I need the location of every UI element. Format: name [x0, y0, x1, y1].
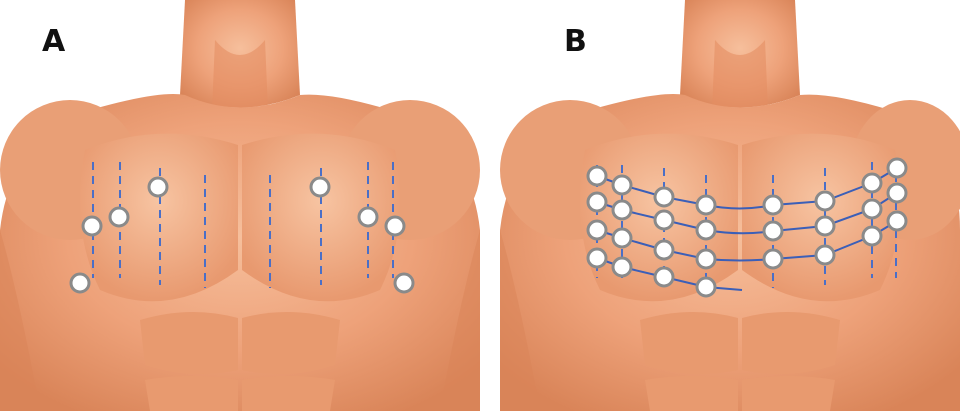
- electrode-icon: [697, 196, 715, 214]
- electrode-icon: [655, 211, 673, 229]
- electrode-icon: [816, 246, 834, 264]
- electrode-icon: [863, 200, 881, 218]
- electrode-icon: [588, 193, 606, 211]
- torso-illustration-b: [480, 0, 960, 411]
- electrode-icon: [764, 196, 782, 214]
- electrode-icon: [863, 227, 881, 245]
- electrode-icon: [816, 217, 834, 235]
- electrode-icon: [655, 268, 673, 286]
- electrode-icon: [613, 201, 631, 219]
- electrode-icon: [863, 174, 881, 192]
- electrode-icon: [71, 274, 89, 292]
- electrode-icon: [588, 167, 606, 185]
- electrode-icon: [83, 217, 101, 235]
- panel-b: B: [480, 0, 960, 411]
- electrode-icon: [655, 241, 673, 259]
- electrode-icon: [386, 217, 404, 235]
- electrode-icon: [888, 212, 906, 230]
- panel-a: A: [0, 0, 480, 411]
- electrode-icon: [764, 250, 782, 268]
- electrode-icon: [613, 176, 631, 194]
- electrode-icon: [888, 159, 906, 177]
- electrode-icon: [697, 221, 715, 239]
- electrode-icon: [888, 184, 906, 202]
- electrode-icon: [697, 250, 715, 268]
- electrode-icon: [110, 208, 128, 226]
- electrode-icon: [613, 229, 631, 247]
- electrode-icon: [613, 258, 631, 276]
- electrode-icon: [311, 178, 329, 196]
- electrode-icon: [588, 221, 606, 239]
- electrode-icon: [816, 192, 834, 210]
- panel-label-a: A: [42, 24, 65, 59]
- electrode-icon: [149, 178, 167, 196]
- electrode-icon: [655, 188, 673, 206]
- electrode-icon: [395, 274, 413, 292]
- torso-illustration-a: [0, 0, 480, 411]
- panel-label-b: B: [564, 24, 587, 59]
- electrode-icon: [697, 278, 715, 296]
- electrode-icon: [359, 208, 377, 226]
- electrode-icon: [588, 249, 606, 267]
- electrode-icon: [764, 222, 782, 240]
